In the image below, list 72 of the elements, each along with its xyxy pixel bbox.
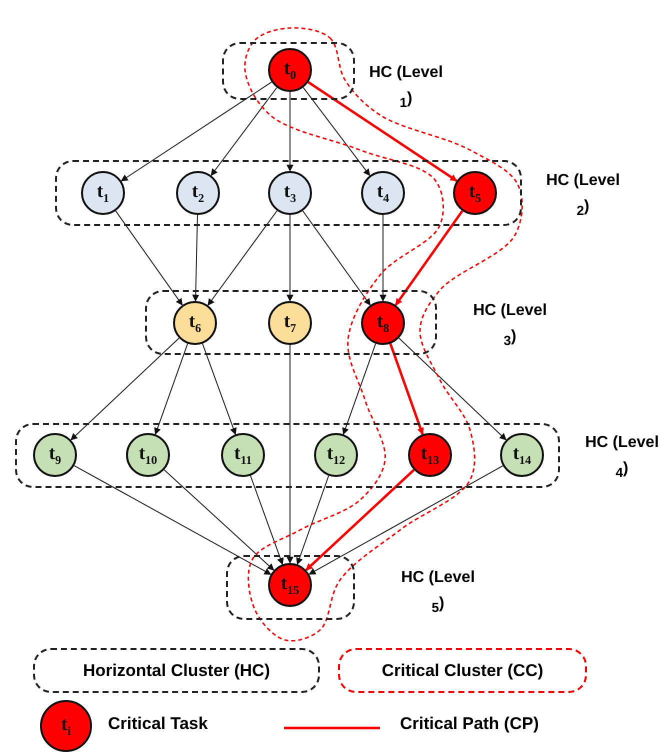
arrow (302, 87, 370, 176)
arrow (342, 343, 376, 435)
arrow (302, 210, 371, 306)
arrow (305, 469, 415, 571)
arrow (380, 214, 386, 302)
task-label: t$_{3}$ (284, 180, 296, 206)
task-circle (126, 433, 170, 477)
task-circle (33, 433, 77, 477)
task-circle (268, 48, 312, 92)
arrow (164, 469, 274, 571)
cluster-box (222, 42, 355, 100)
cluster-label: HC (Level $_{3}$) (472, 301, 548, 350)
task-label: t$_{14}$ (512, 442, 532, 468)
cluster-label: HC (Level $_{1}$) (368, 63, 444, 112)
task-label: t$_{6}$ (188, 310, 202, 336)
task-circle (221, 433, 265, 477)
arrow (308, 81, 458, 182)
arrow (394, 210, 464, 306)
task-circle (176, 171, 220, 215)
arrow (210, 87, 278, 176)
task-circle (268, 301, 312, 345)
legend-label: Critical Task (108, 714, 208, 734)
cluster-box (226, 555, 355, 620)
arrow (74, 465, 272, 575)
task-label: t$_{2}$ (192, 180, 204, 206)
arrow (192, 214, 200, 302)
arrow (389, 343, 424, 435)
task-label: t$_{1}$ (96, 180, 110, 206)
task-label: t$_{9}$ (48, 442, 62, 468)
task-label: t$_{10}$ (138, 442, 158, 468)
arrow (286, 344, 294, 564)
arrow (120, 82, 272, 182)
cluster-box (15, 423, 560, 488)
task-label: t$_{7}$ (284, 310, 296, 336)
cluster-box (55, 160, 522, 226)
task-circle (453, 171, 497, 215)
arrow (70, 338, 180, 440)
arrow (207, 210, 278, 306)
task-circle (173, 301, 217, 345)
task-label: t$_{8}$ (376, 310, 390, 336)
legend-label: Horizontal Cluster (HC) (83, 660, 270, 680)
arrow (202, 343, 237, 435)
task-circle (268, 563, 312, 607)
arrow (286, 214, 294, 302)
task-label: t$_{5}$ (468, 180, 482, 206)
cluster-label: HC (Level $_{2}$) (545, 171, 621, 220)
task-label: t$_{15}$ (280, 572, 300, 598)
cluster-label: HC (Level $_{5}$) (400, 568, 476, 618)
task-circle (268, 171, 312, 215)
arrow (115, 210, 183, 306)
arrow (296, 475, 330, 565)
arrow (398, 338, 507, 440)
cluster-label: HC (Level $_{4}$) (584, 433, 660, 482)
arrow (308, 465, 504, 575)
task-label: t$_{i}$ (61, 714, 71, 738)
task-circle (81, 171, 125, 215)
task-circle (361, 301, 405, 345)
task-label: t$_{11}$ (234, 442, 252, 468)
cluster-box (145, 290, 437, 355)
task-label: t$_{13}$ (420, 442, 440, 468)
arrow (286, 92, 294, 172)
task-circle (408, 433, 452, 477)
task-label: t$_{0}$ (284, 58, 296, 82)
legend-label: Critical Path (CP) (400, 714, 539, 734)
task-circle (361, 171, 405, 215)
arrow (250, 475, 284, 565)
legend-label: Critical Cluster (CC) (382, 660, 544, 680)
task-circle (314, 433, 358, 477)
task-label: t$_{12}$ (326, 442, 346, 468)
arrow (154, 343, 188, 435)
task-label: t$_{4}$ (376, 180, 390, 206)
task-circle (500, 433, 544, 477)
